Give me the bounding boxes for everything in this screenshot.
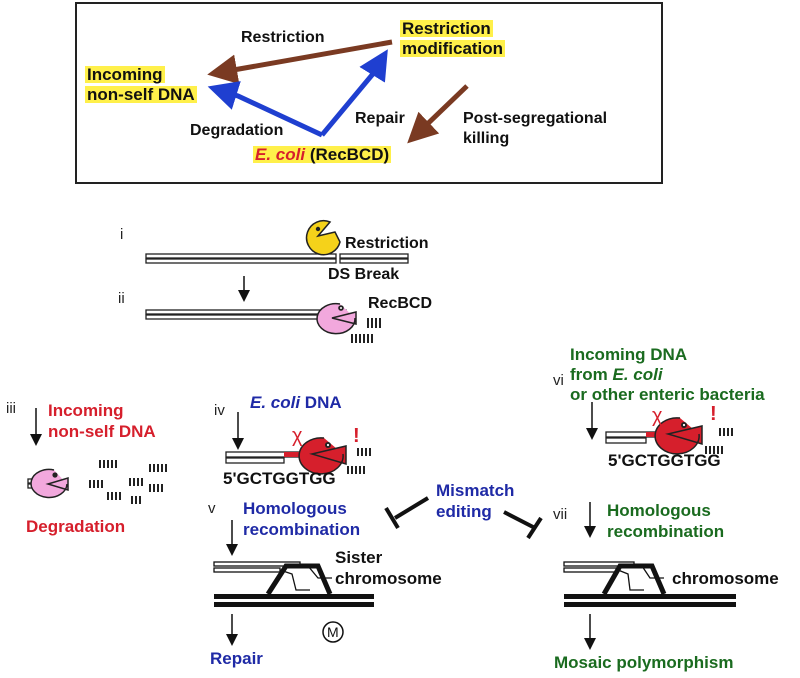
dna-word: DNA [300, 393, 342, 412]
chromosome-right-bar [564, 594, 736, 607]
repair-label: Repair [210, 649, 263, 668]
bang-left: ! [353, 425, 360, 447]
mismatch-inhibit-left [393, 496, 430, 520]
strand-crossover-left [265, 563, 333, 596]
vi-line2: from E. coli [570, 366, 663, 383]
restriction-arrow [207, 39, 393, 85]
mosaic-label: Mosaic polymorphism [554, 653, 734, 672]
sister-label: Sister [335, 548, 383, 567]
top-post-seg-1: Post-segregational [463, 110, 608, 127]
top-post-seg-2: killing [463, 130, 510, 147]
mismatch-inhibit-right-bar [526, 516, 543, 540]
mismatch-m-label: M [327, 624, 339, 640]
recbcd-enzyme-icon [316, 302, 357, 335]
ecoli-dna-label: E. coli DNA [250, 394, 342, 411]
summary-box [75, 2, 663, 184]
step-v: v [208, 500, 216, 517]
sequence-left: 5'GCTGGTGG [223, 469, 336, 488]
homologous-left: Homologous [243, 499, 347, 518]
top-repair-label: Repair [355, 110, 405, 127]
dna-fragments-iv [347, 448, 371, 474]
chi-site-left [284, 452, 312, 457]
chi-right: χ [652, 405, 663, 427]
degradation-label: Degradation [26, 517, 126, 536]
step-i: i [120, 226, 124, 243]
degrading-recbcd-icon [30, 468, 69, 499]
top-degradation-label: Degradation [190, 122, 284, 139]
repair-arrow [320, 49, 388, 137]
step-vi: vi [553, 372, 564, 389]
mismatch-marker [322, 621, 344, 643]
top-ecoli-recbcd: E. coli (RecBCD) [253, 145, 392, 164]
degradation-arrow [207, 81, 324, 138]
vi-ecoli: E. coli [612, 365, 663, 384]
top-recbcd: (RecBCD) [309, 145, 390, 164]
dna-duplex-i [145, 253, 409, 264]
recombination-right-label: recombination [607, 522, 725, 541]
dna-fragments-ii [351, 318, 381, 343]
homologous-right: Homologous [607, 501, 711, 520]
chromosome-right-label: chromosome [672, 569, 779, 588]
top-restriction-modification-1: Restriction [400, 19, 493, 38]
ecoli-italic: E. coli [250, 393, 301, 412]
top-ecoli: E. coli [255, 145, 306, 164]
mismatch-label: Mismatch [436, 481, 515, 500]
dna-fragments-iii [89, 460, 167, 504]
vi-line1: Incoming DNA [570, 345, 688, 364]
step-iv: iv [214, 402, 225, 419]
incoming-nonself-2: non-self DNA [48, 422, 156, 441]
activated-recbcd-right-icon [654, 417, 703, 455]
mismatch-inhibit-right [503, 510, 536, 530]
ds-break-label: DS Break [328, 266, 400, 283]
sister-chromosome-left-bar [214, 594, 374, 607]
editing-label: editing [436, 502, 492, 521]
chromosome-left-label: chromosome [335, 569, 442, 588]
mismatch-inhibit-left-bar [384, 506, 400, 530]
chi-left: χ [292, 425, 303, 447]
restriction-label: Restriction [345, 235, 429, 252]
step-iii: iii [6, 400, 16, 417]
top-restriction-modification-2: modification [400, 39, 506, 58]
sequence-right: 5'GCTGGTGG [608, 451, 721, 470]
recbcd-label: RecBCD [368, 295, 433, 312]
dna-fragments-vi [705, 428, 733, 454]
top-incoming-2: non-self DNA [85, 85, 197, 104]
recombination-left-label: recombination [243, 520, 361, 539]
vi-from: from [570, 365, 613, 384]
restriction-enzyme-icon [305, 219, 341, 256]
top-incoming-1: Incoming [85, 65, 165, 84]
incoming-nonself-1: Incoming [48, 401, 124, 420]
step-ii: ii [118, 290, 125, 307]
top-restriction-label: Restriction [241, 29, 325, 46]
killing-arrow [407, 84, 469, 144]
activated-recbcd-left-icon [298, 437, 347, 475]
strand-crossover-right [601, 563, 667, 596]
bang-right: ! [710, 403, 717, 425]
step-vii: vii [553, 506, 568, 523]
vi-line3: or other enteric bacteria [570, 385, 765, 404]
